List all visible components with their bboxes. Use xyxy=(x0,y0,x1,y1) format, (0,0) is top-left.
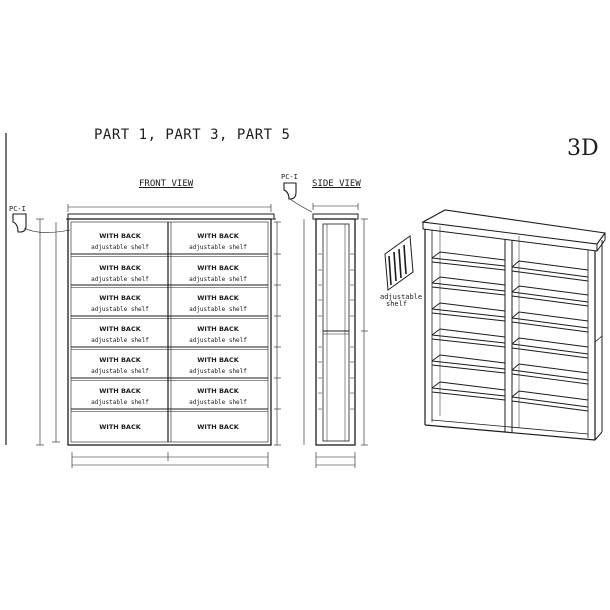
cell-subtitle: adjustable shelf xyxy=(91,306,149,313)
front-view-title: FRONT VIEW xyxy=(139,179,194,189)
molding-profile-icon-top xyxy=(283,182,313,213)
cell-subtitle: adjustable shelf xyxy=(91,399,149,406)
cell-title: WITH BACK xyxy=(99,387,141,395)
cell-title: WITH BACK xyxy=(99,294,141,302)
side-view-title: SIDE VIEW xyxy=(312,179,361,189)
shelf-callout-line1: adjustable xyxy=(380,293,423,301)
cell-subtitle: adjustable shelf xyxy=(189,244,247,251)
cell-subtitle: adjustable shelf xyxy=(189,276,247,283)
view-3d-label: 3D xyxy=(567,136,599,161)
cell-subtitle: adjustable shelf xyxy=(189,368,247,375)
cell-title: WITH BACK xyxy=(99,356,141,364)
front-view-drawing xyxy=(23,204,281,468)
cell-subtitle: adjustable shelf xyxy=(189,399,247,406)
bookcase-3d-drawing xyxy=(421,209,606,441)
profile-label-left: PC-I xyxy=(9,205,26,213)
cell-title: WITH BACK xyxy=(197,387,239,395)
cell-title: WITH BACK xyxy=(197,294,239,302)
cell-title: WITH BACK xyxy=(99,264,141,272)
cell-subtitle: adjustable shelf xyxy=(91,368,149,375)
crown-molding xyxy=(67,213,275,220)
front-shelves xyxy=(71,253,268,412)
cell-subtitle: adjustable shelf xyxy=(189,337,247,344)
molding-profile-icon-left xyxy=(12,213,27,233)
adjustable-shelf-detail xyxy=(384,235,414,291)
side-view-drawing xyxy=(303,203,368,468)
cell-subtitle: adjustable shelf xyxy=(189,306,247,313)
cell-title: WITH BACK xyxy=(99,423,141,431)
cell-title: WITH BACK xyxy=(99,325,141,333)
cell-title: WITH BACK xyxy=(197,264,239,272)
cell-title: WITH BACK xyxy=(197,423,239,431)
shelf-callout-line2: shelf xyxy=(386,300,408,308)
cell-subtitle: adjustable shelf xyxy=(91,244,149,251)
profile-label-top: PC-I xyxy=(281,173,298,181)
front-frame xyxy=(67,218,272,446)
cell-title: WITH BACK xyxy=(99,232,141,240)
cell-title: WITH BACK xyxy=(197,356,239,364)
cell-subtitle: adjustable shelf xyxy=(91,337,149,344)
cell-title: WITH BACK xyxy=(197,325,239,333)
drawing-title: PART 1, PART 3, PART 5 xyxy=(94,127,291,143)
cell-subtitle: adjustable shelf xyxy=(91,276,149,283)
cell-title: WITH BACK xyxy=(197,232,239,240)
